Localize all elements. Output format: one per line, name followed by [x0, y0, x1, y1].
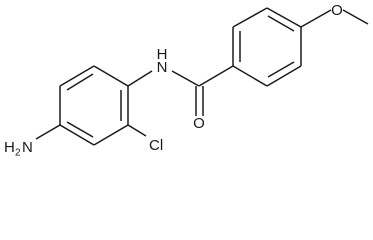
bond: [342, 9, 369, 25]
bond: [232, 65, 268, 87]
bond: [66, 121, 94, 138]
methoxy-oxygen-label: O: [331, 2, 343, 19]
amino-hydrogen-count: 2: [15, 148, 21, 159]
carbonyl-oxygen-label: O: [193, 115, 205, 132]
bond: [232, 7, 268, 28]
bond: [300, 9, 332, 28]
chlorine-label: Cl: [149, 137, 163, 154]
bond: [127, 124, 147, 137]
bond: [267, 61, 295, 78]
amino-nitrogen-label: N: [22, 139, 33, 156]
bond: [59, 124, 95, 146]
amide-nitrogen-label: N: [157, 59, 168, 76]
bond: [198, 65, 234, 87]
bond: [35, 124, 61, 140]
bond: [66, 73, 94, 91]
atom-label-layer: O O N H Cl H 2 N: [4, 2, 343, 159]
bond: [266, 7, 302, 28]
bond: [267, 15, 295, 32]
amino-hydrogen-label: H: [4, 139, 15, 156]
bond-layer: [35, 7, 369, 146]
bond: [266, 65, 302, 87]
amide-hydrogen-label: H: [157, 46, 168, 63]
bond: [93, 124, 129, 146]
bond: [171, 70, 200, 87]
bond: [59, 65, 95, 87]
bond: [127, 70, 153, 87]
chemical-structure-diagram: O O N H Cl H 2 N: [4, 2, 369, 159]
bond: [93, 65, 129, 87]
